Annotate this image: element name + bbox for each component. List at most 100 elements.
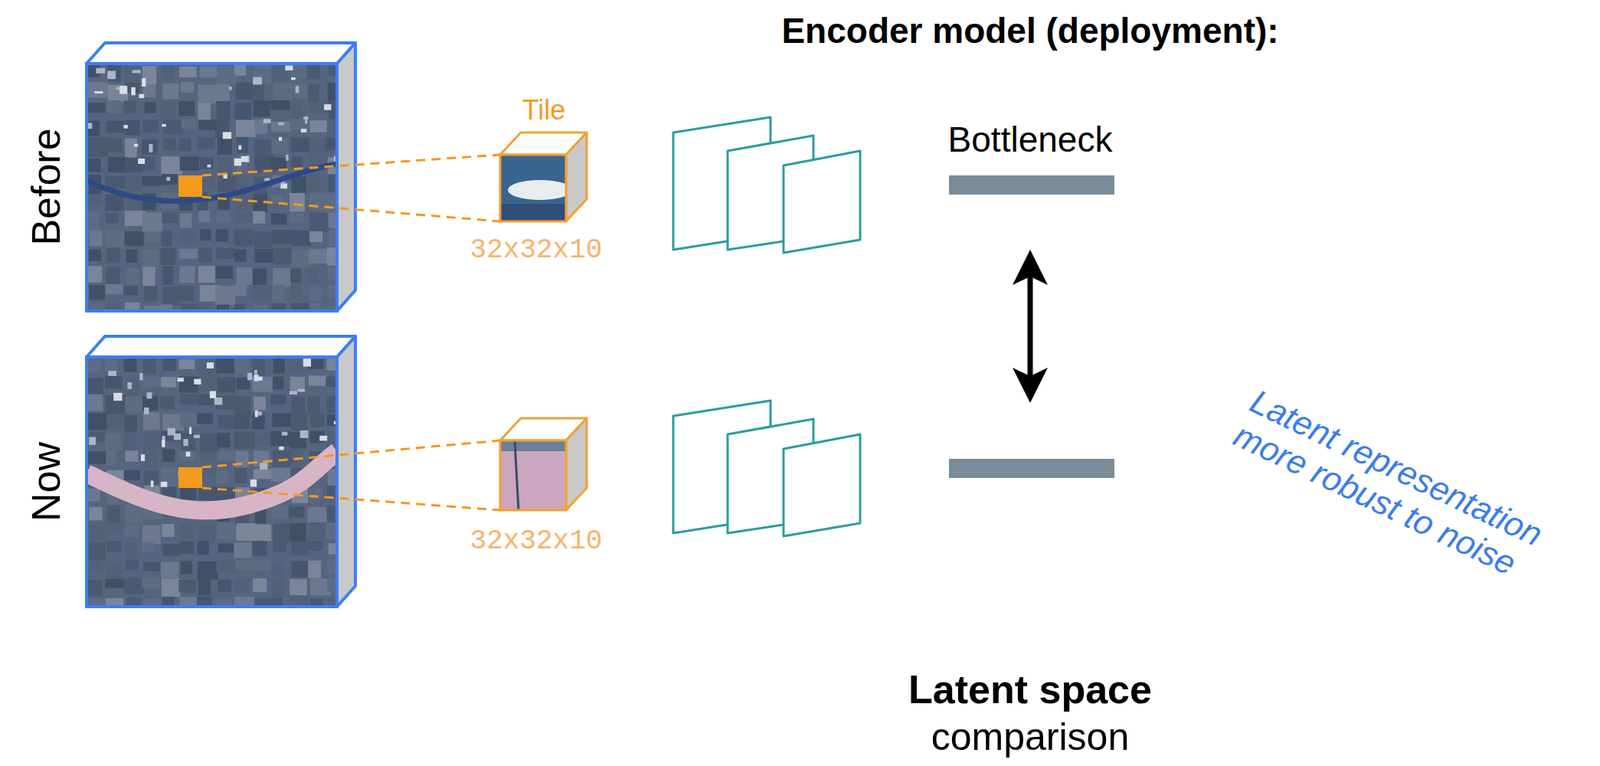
before-image xyxy=(86,42,356,324)
field-patch xyxy=(253,396,266,411)
tile-frame xyxy=(500,154,567,222)
field-patch xyxy=(186,451,191,457)
field-patch xyxy=(291,63,308,79)
field-patch xyxy=(307,540,323,551)
field-patch xyxy=(222,131,232,139)
image-content xyxy=(86,63,338,311)
cube-side xyxy=(337,336,356,607)
field-patch xyxy=(252,578,267,593)
field-patch xyxy=(310,286,322,302)
field-patch xyxy=(327,194,338,214)
field-patch xyxy=(253,524,272,542)
field-patch xyxy=(308,248,329,264)
tile-dimension: 32x32x10 xyxy=(470,525,603,557)
field-patch xyxy=(207,164,212,168)
field-patch xyxy=(160,481,168,488)
field-patch xyxy=(234,229,254,246)
image-ground xyxy=(86,63,338,311)
field-patch xyxy=(161,376,177,388)
field-patch xyxy=(272,376,284,390)
field-patch xyxy=(179,359,196,370)
cube-side xyxy=(566,418,587,511)
field-patch xyxy=(272,229,295,245)
field-patch xyxy=(124,578,144,595)
field-patch xyxy=(105,449,117,466)
field-patch xyxy=(327,357,338,370)
field-patch xyxy=(278,446,284,451)
layer xyxy=(783,434,861,537)
field-patch xyxy=(271,284,284,304)
field-patch xyxy=(217,377,236,393)
river xyxy=(86,451,338,511)
bottleneck-label-holder: Bottleneck xyxy=(948,118,1113,161)
field-patch xyxy=(119,85,128,94)
leader-connector xyxy=(202,440,501,511)
field-patch xyxy=(291,77,296,81)
field-patch xyxy=(235,212,253,223)
field-patch xyxy=(263,118,272,123)
field-patch xyxy=(291,250,311,269)
field-patch xyxy=(215,247,235,259)
section-heading-holder: Latent space xyxy=(908,666,1152,713)
field-patch xyxy=(105,266,120,285)
field-patch xyxy=(288,359,304,374)
field-patch xyxy=(88,412,107,430)
field-patch xyxy=(198,577,211,596)
diagram-title: Encoder model (deployment): xyxy=(781,9,1279,52)
field-patch xyxy=(216,101,231,121)
field-patch xyxy=(323,104,331,110)
field-patch xyxy=(144,101,157,113)
arrow-head xyxy=(1012,249,1048,285)
field-patch xyxy=(86,265,102,283)
cube-top xyxy=(86,336,356,357)
field-patch xyxy=(162,448,175,462)
section-heading: Latent space xyxy=(908,666,1152,713)
field-patch xyxy=(234,248,247,262)
field-patch xyxy=(105,194,125,211)
field-patch xyxy=(254,369,258,375)
field-patch xyxy=(241,156,249,163)
field-patch xyxy=(198,247,213,262)
field-patch xyxy=(289,212,305,223)
field-patch xyxy=(307,395,321,415)
field-patch xyxy=(143,357,157,374)
field-patch xyxy=(88,249,102,262)
field-patch xyxy=(107,85,128,102)
field-patch xyxy=(179,487,197,501)
field-patch xyxy=(258,411,262,416)
field-patch xyxy=(88,358,102,373)
field-patch xyxy=(199,229,211,241)
field-patch xyxy=(217,579,232,593)
section-subheading: comparison xyxy=(931,714,1129,760)
field-patch xyxy=(142,212,163,233)
field-patch xyxy=(126,268,139,285)
field-patch xyxy=(235,120,256,138)
field-patch xyxy=(162,83,179,100)
field-patch xyxy=(272,541,287,552)
field-patch xyxy=(88,561,102,572)
field-patch xyxy=(234,431,256,449)
tile-dimension: 32x32x10 xyxy=(470,234,603,266)
field-patch xyxy=(309,487,323,500)
field-patch xyxy=(233,395,251,416)
field-patch xyxy=(270,157,287,170)
field-patch xyxy=(142,525,161,545)
field-patch xyxy=(218,543,234,553)
field-patch xyxy=(179,393,199,405)
field-patch xyxy=(199,433,220,453)
field-patch xyxy=(270,100,290,110)
field-patch xyxy=(291,103,303,120)
field-patch xyxy=(130,87,136,95)
field-patch xyxy=(198,102,211,121)
field-patch xyxy=(308,375,329,386)
tile-marker xyxy=(178,175,203,197)
field-patch xyxy=(193,379,201,385)
section-subheading-holder: comparison xyxy=(931,714,1129,760)
tile-cube: Tile32x32x10 xyxy=(500,154,567,222)
field-patch xyxy=(271,213,287,225)
field-patch xyxy=(198,265,216,283)
field-patch xyxy=(198,85,217,104)
field-patch xyxy=(252,211,266,224)
field-patch xyxy=(179,231,198,243)
field-patch xyxy=(166,176,171,181)
